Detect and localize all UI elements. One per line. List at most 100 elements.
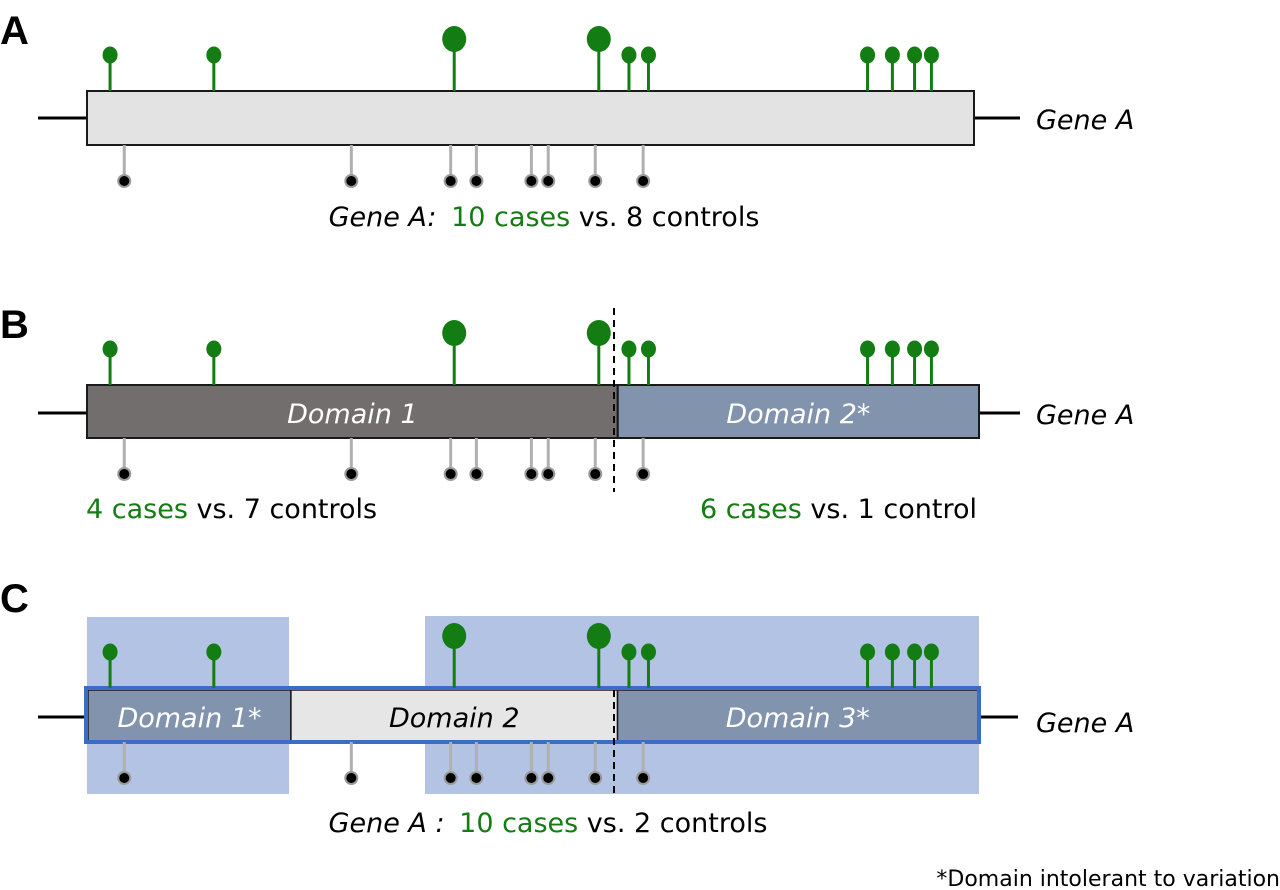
- domain-label: Domain 1*: [117, 703, 261, 734]
- control-variant-head: [471, 773, 482, 783]
- case-variant-lollipop: [102, 643, 118, 688]
- case-variant-lollipop: [907, 340, 923, 385]
- control-variants: [117, 742, 651, 785]
- panel-a-caption: Gene A: 10 cases vs. 8 controls: [329, 202, 760, 233]
- case-variant-lollipop: [586, 26, 611, 91]
- footnote: *Domain intolerant to variation: [936, 867, 1280, 890]
- case-variant-head-large: [442, 26, 467, 52]
- case-variant-head: [860, 340, 876, 358]
- case-variant-head: [907, 643, 923, 661]
- control-variant-head: [590, 469, 601, 479]
- case-variant-head-large: [586, 320, 611, 346]
- control-variant-lollipop: [541, 145, 556, 188]
- control-variant-head: [346, 176, 357, 186]
- case-variant-lollipop: [102, 46, 118, 91]
- domains: Domain 1 Domain 2*: [86, 384, 980, 439]
- control-variant-lollipop: [524, 742, 539, 785]
- control-variant-head: [543, 773, 554, 783]
- case-variant-lollipop: [640, 46, 656, 91]
- control-variants: [117, 145, 651, 188]
- domain-label: Domain 2*: [726, 399, 870, 430]
- gene-name-label: Gene A: [1036, 708, 1134, 739]
- caption-cases: 10 cases: [451, 202, 570, 233]
- control-variant-head: [445, 176, 456, 186]
- caption-controls: vs. 7 controls: [188, 494, 377, 525]
- domain-1-caption: 4 cases vs. 7 controls: [86, 494, 377, 525]
- case-variant-head: [907, 46, 923, 64]
- caption-cases: 6 cases: [700, 494, 802, 525]
- case-variant-head-large: [442, 623, 467, 649]
- case-variant-head: [884, 46, 900, 64]
- case-variant-lollipop: [206, 46, 222, 91]
- control-variant-head: [526, 176, 537, 186]
- case-variant-head: [206, 340, 222, 358]
- case-variant-lollipop: [884, 46, 900, 91]
- case-variants: [102, 26, 939, 91]
- control-variant-lollipop: [344, 438, 359, 481]
- control-variant-head: [590, 176, 601, 186]
- case-variant-lollipop: [907, 643, 923, 688]
- case-variant-head: [860, 643, 876, 661]
- gene-name-label: Gene A: [1036, 400, 1134, 431]
- case-variant-lollipop: [206, 340, 222, 385]
- control-variant-lollipop: [588, 145, 603, 188]
- control-variant-head: [526, 773, 537, 783]
- case-variant-lollipop: [884, 643, 900, 688]
- case-variant-lollipop: [586, 623, 611, 688]
- control-variant-lollipop: [524, 438, 539, 481]
- case-variant-lollipop: [860, 46, 876, 91]
- control-variant-lollipop: [117, 145, 132, 188]
- case-variant-lollipop: [907, 46, 923, 91]
- case-variant-head: [923, 643, 939, 661]
- case-variant-lollipop: [442, 623, 467, 688]
- case-variant-lollipop: [102, 340, 118, 385]
- domain-label: Domain 2: [389, 703, 520, 734]
- domain-box: [616, 689, 979, 742]
- case-variant-head: [907, 340, 923, 358]
- control-variant-head: [119, 176, 130, 186]
- case-variant-lollipop: [586, 320, 611, 385]
- case-variant-lollipop: [621, 46, 637, 91]
- control-variant-lollipop: [588, 742, 603, 785]
- case-variant-head: [640, 643, 656, 661]
- control-variant-head: [119, 469, 130, 479]
- case-variant-lollipop: [923, 46, 939, 91]
- domain-label: Domain 1: [287, 399, 418, 430]
- control-variant-head: [638, 773, 649, 783]
- domain-2-caption: 6 cases vs. 1 control: [700, 494, 977, 525]
- domain-box: [616, 384, 980, 439]
- caption-gene: Gene A :: [329, 808, 445, 839]
- control-variant-lollipop: [636, 742, 651, 785]
- control-variant-head: [346, 469, 357, 479]
- case-variant-head: [102, 643, 118, 661]
- case-variant-head: [621, 46, 637, 64]
- control-variants: [117, 438, 651, 481]
- case-variants: [102, 320, 939, 385]
- case-variant-lollipop: [860, 340, 876, 385]
- case-variant-head: [884, 643, 900, 661]
- gene-box: [86, 90, 975, 146]
- case-variant-lollipop: [860, 643, 876, 688]
- control-variant-head: [471, 469, 482, 479]
- control-variant-lollipop: [469, 438, 484, 481]
- case-variant-lollipop: [621, 340, 637, 385]
- control-variant-lollipop: [469, 742, 484, 785]
- control-variant-head: [590, 773, 601, 783]
- case-variant-head: [640, 46, 656, 64]
- control-variant-head: [445, 773, 456, 783]
- caption-controls: vs. 1 control: [802, 494, 977, 525]
- case-variant-lollipop: [884, 340, 900, 385]
- caption-controls: vs. 8 controls: [570, 202, 759, 233]
- case-variant-head: [102, 46, 118, 64]
- case-variant-head-large: [442, 320, 467, 346]
- control-variant-lollipop: [541, 742, 556, 785]
- panel-a-label: A: [0, 9, 29, 53]
- control-variant-head: [543, 469, 554, 479]
- case-variant-lollipop: [621, 643, 637, 688]
- case-variant-lollipop: [640, 643, 656, 688]
- control-variant-head: [471, 176, 482, 186]
- panel-c-caption: Gene A : 10 cases vs. 2 controls: [329, 808, 768, 839]
- control-variant-lollipop: [117, 438, 132, 481]
